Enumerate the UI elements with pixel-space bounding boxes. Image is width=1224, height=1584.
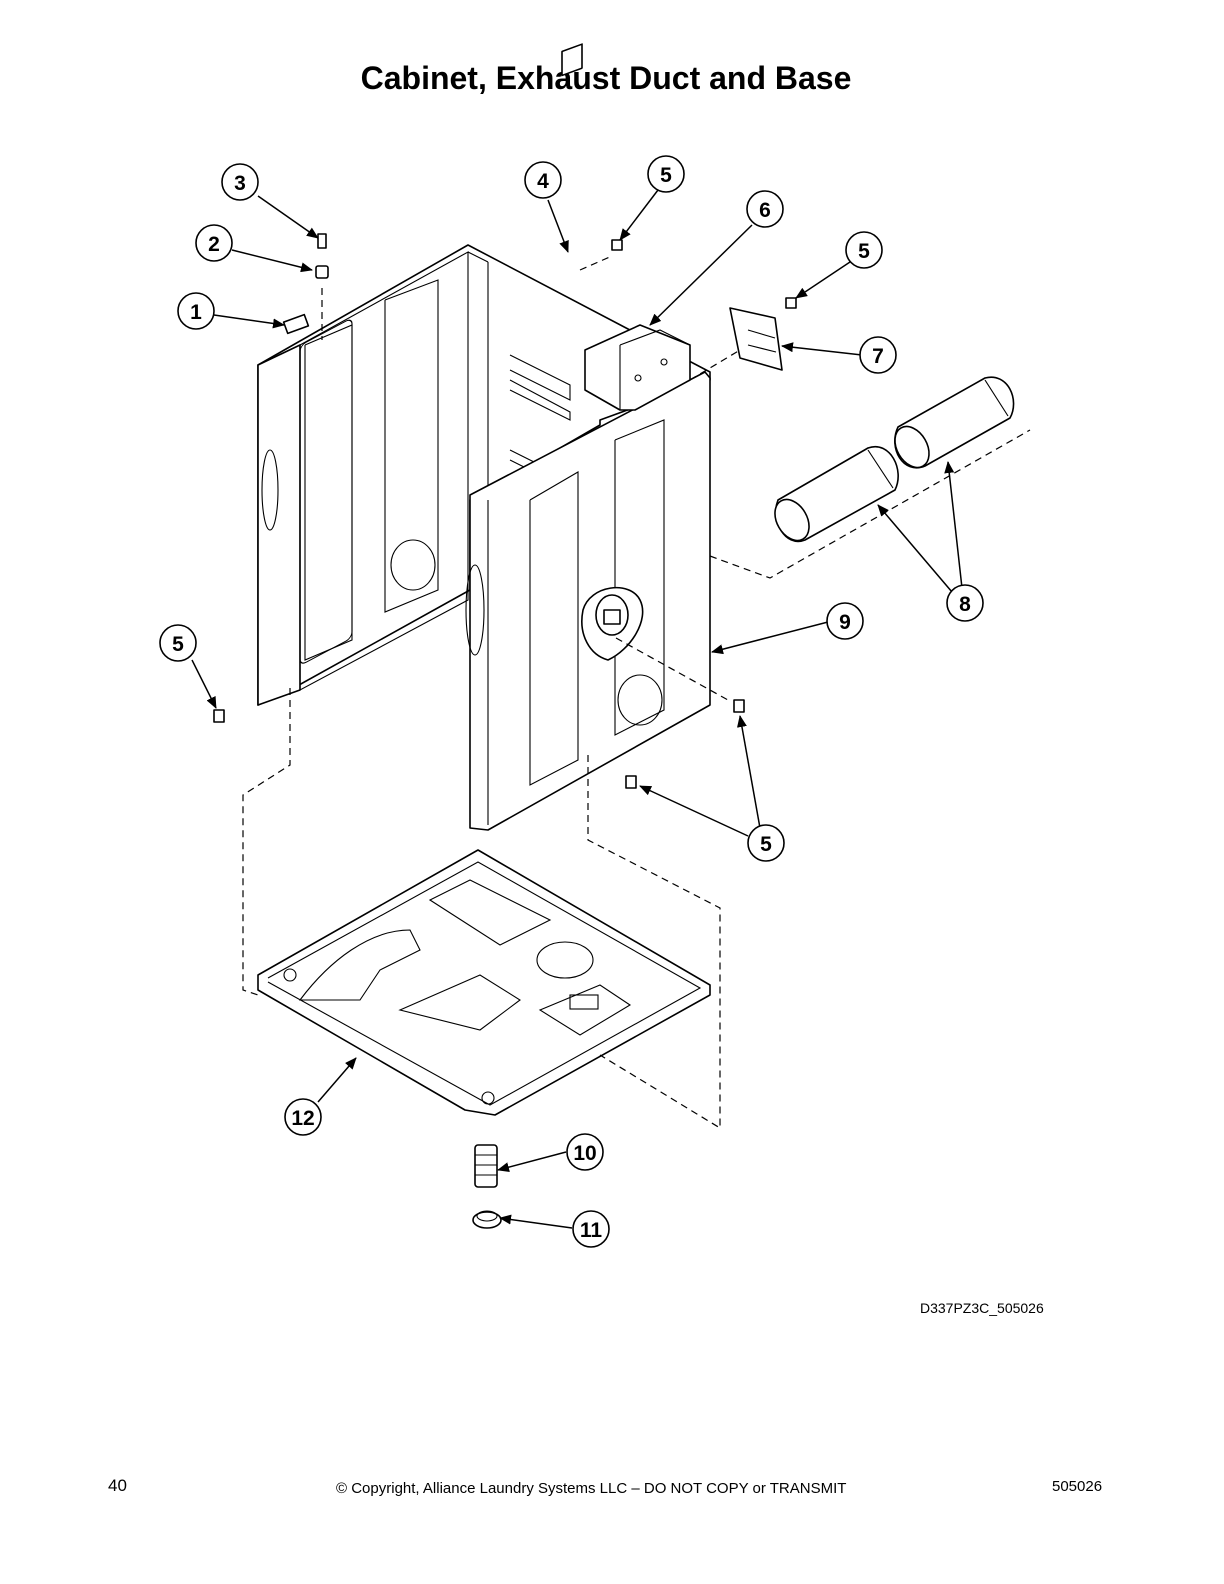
page-number: 40 bbox=[108, 1476, 127, 1495]
callout-2: 2 bbox=[195, 224, 233, 262]
svg-text:2: 2 bbox=[208, 233, 220, 256]
cabinet-base bbox=[257, 849, 711, 1116]
svg-text:6: 6 bbox=[759, 199, 771, 222]
callout-9: 9 bbox=[826, 602, 864, 640]
svg-text:5: 5 bbox=[760, 833, 772, 856]
svg-text:3: 3 bbox=[234, 172, 246, 195]
callout-1: 1 bbox=[177, 292, 215, 330]
small-hardware bbox=[213, 43, 797, 1229]
alignment-lines bbox=[242, 255, 1031, 1130]
document-number: 505026 bbox=[1052, 1478, 1103, 1495]
callout-4: 4 bbox=[524, 161, 562, 199]
callout-5-left: 5 bbox=[159, 624, 197, 662]
svg-text:5: 5 bbox=[172, 633, 184, 656]
exhaust-duct-pipes bbox=[774, 376, 1015, 543]
copyright-notice: © Copyright, Alliance Laundry Systems LL… bbox=[336, 1480, 847, 1497]
cabinet-side-panel bbox=[465, 371, 711, 831]
callout-5-lower: 5 bbox=[747, 824, 785, 862]
duct-cover-plate bbox=[729, 307, 783, 371]
svg-text:5: 5 bbox=[858, 240, 870, 263]
svg-text:8: 8 bbox=[959, 593, 971, 616]
svg-text:4: 4 bbox=[537, 170, 549, 193]
callout-12: 12 bbox=[284, 1098, 322, 1136]
leader-lines bbox=[191, 189, 963, 1229]
callout-5-upper-right: 5 bbox=[845, 231, 883, 269]
callout-5-top: 5 bbox=[647, 155, 685, 193]
svg-text:1: 1 bbox=[190, 301, 202, 324]
callout-10: 10 bbox=[566, 1133, 604, 1171]
callout-7: 7 bbox=[859, 336, 897, 374]
svg-text:11: 11 bbox=[580, 1219, 603, 1242]
svg-text:12: 12 bbox=[291, 1107, 314, 1130]
svg-text:7: 7 bbox=[872, 345, 884, 368]
svg-text:5: 5 bbox=[660, 164, 672, 187]
drawing-id: D337PZ3C_505026 bbox=[920, 1300, 1044, 1316]
callout-6: 6 bbox=[746, 190, 784, 228]
page-title: Cabinet, Exhaust Duct and Base bbox=[360, 60, 852, 96]
callout-3: 3 bbox=[221, 163, 259, 201]
callout-11: 11 bbox=[572, 1210, 610, 1248]
svg-text:9: 9 bbox=[839, 611, 851, 634]
svg-text:10: 10 bbox=[573, 1142, 596, 1165]
exhaust-duct-bracket bbox=[584, 324, 691, 411]
callout-8: 8 bbox=[946, 584, 984, 622]
